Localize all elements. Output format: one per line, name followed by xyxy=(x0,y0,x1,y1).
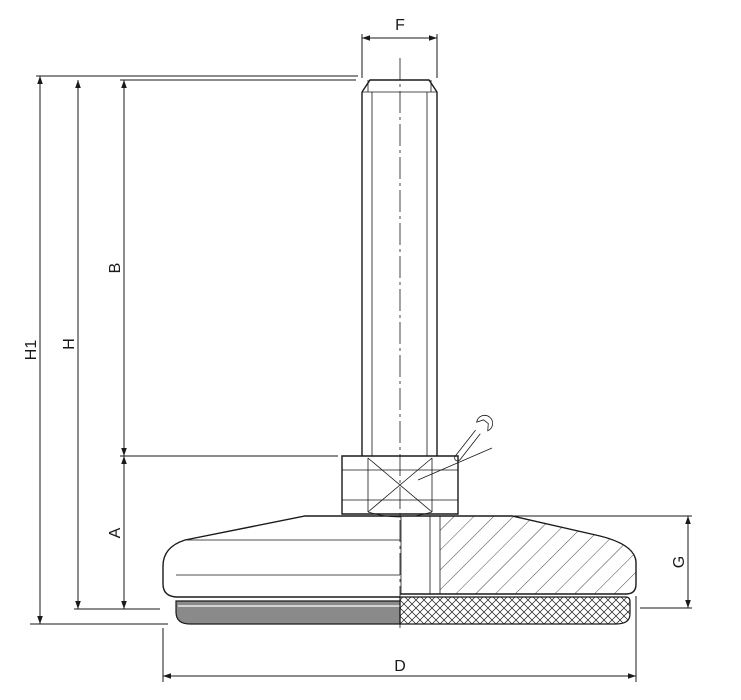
wrench-icon xyxy=(454,414,493,462)
hex-nut xyxy=(341,455,459,518)
label-G: G xyxy=(671,556,688,568)
rubber-pad xyxy=(175,596,631,625)
label-D: D xyxy=(394,658,406,675)
dimension-A: A xyxy=(107,456,127,609)
base-left xyxy=(162,515,400,598)
label-H1: H1 xyxy=(23,340,40,361)
dimension-B: B xyxy=(107,80,127,456)
dimension-H: H xyxy=(61,80,81,609)
label-F: F xyxy=(395,17,405,34)
base-right-section xyxy=(400,515,637,595)
threaded-stud xyxy=(361,79,438,456)
label-B: B xyxy=(107,263,124,274)
dimension-H1: H1 xyxy=(23,76,43,624)
dimension-F: F xyxy=(361,17,438,78)
dimension-G: G xyxy=(512,515,692,609)
dimension-D: D xyxy=(162,596,637,682)
dimensions: F H1 H B A G xyxy=(23,17,692,682)
label-A: A xyxy=(107,527,124,538)
label-H: H xyxy=(61,338,78,350)
leveling-foot xyxy=(162,58,637,628)
wrench-leader xyxy=(417,447,493,481)
